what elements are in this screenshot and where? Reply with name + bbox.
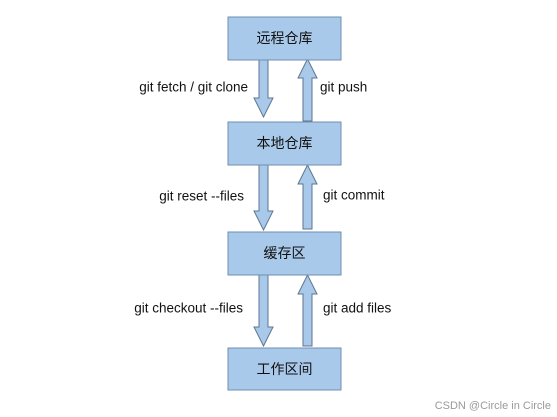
node-staging-label: 缓存区 bbox=[264, 246, 306, 262]
label-commit: git commit bbox=[323, 188, 385, 203]
node-remote-repo: 远程仓库 bbox=[227, 16, 342, 61]
watermark: CSDN @Circle in Circle bbox=[435, 400, 551, 412]
arrow-remote-to-local bbox=[253, 58, 274, 119]
arrow-local-to-stage bbox=[253, 164, 274, 232]
arrow-work-to-stage bbox=[297, 273, 318, 347]
label-push: git push bbox=[320, 80, 367, 95]
node-local-repo: 本地仓库 bbox=[227, 121, 342, 166]
label-add: git add files bbox=[323, 301, 392, 316]
node-working-dir-label: 工作区间 bbox=[257, 362, 313, 378]
arrow-local-to-remote bbox=[297, 57, 318, 122]
label-reset: git reset --files bbox=[159, 189, 244, 204]
label-fetch-clone: git fetch / git clone bbox=[139, 80, 248, 95]
node-local-repo-label: 本地仓库 bbox=[257, 136, 313, 152]
arrow-stage-to-work bbox=[253, 274, 274, 348]
node-remote-repo-label: 远程仓库 bbox=[257, 31, 313, 47]
node-staging: 缓存区 bbox=[227, 231, 342, 276]
label-checkout: git checkout --files bbox=[134, 301, 243, 316]
node-working-dir: 工作区间 bbox=[227, 347, 342, 391]
arrow-stage-to-local bbox=[297, 163, 318, 230]
